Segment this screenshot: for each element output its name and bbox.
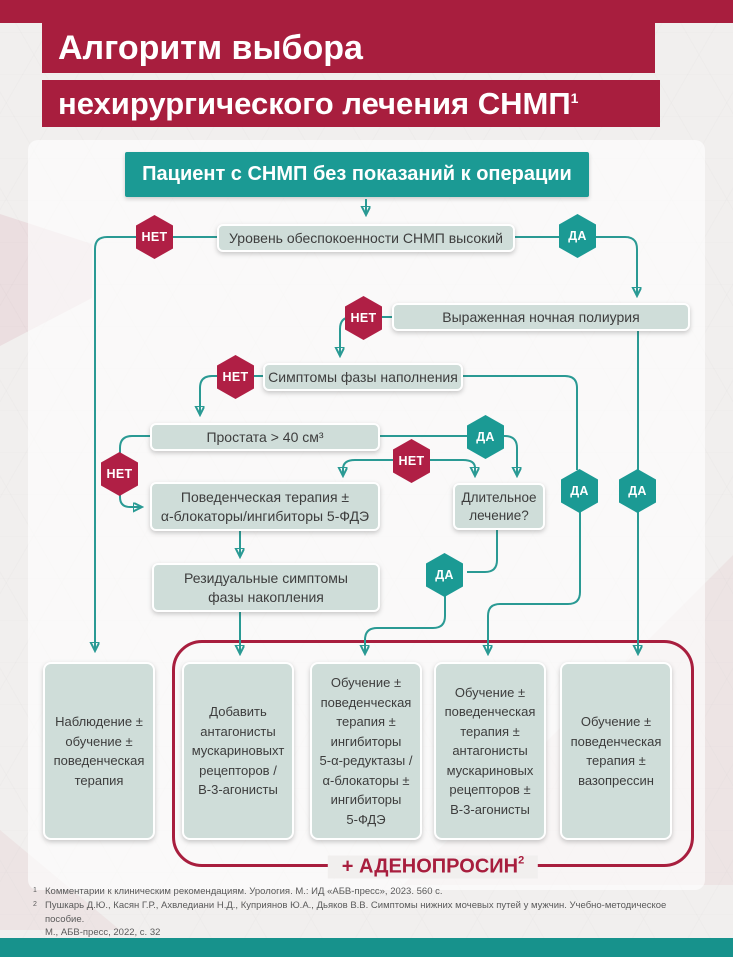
footnote-2-text: Пушкарь Д.Ю., Касян Г.Р., Ахвледиани Н.Д… [45,899,667,939]
footnote-2-marker: 2 [33,900,37,908]
yes-badge-longterm: ДА [426,553,463,597]
line-prostate-yes-to-longterm [380,435,517,475]
node-prostate-volume: Простата > 40 см³ [150,423,380,451]
footnote-1-text: Комментарии к клиническим рекомендациям.… [45,886,443,897]
line-yes3-to-outcome3 [365,595,446,653]
line-yes4-to-outcome4 [488,512,581,653]
outcome-add-antagonists: Добавить антагонисты мускариновыхт рецеп… [182,662,294,840]
no-badge-prostate: НЕТ [101,452,138,496]
footnote-2: 2 Пушкарь Д.Ю., Касян Г.Р., Ахвледиани Н… [33,899,705,940]
yes-badge-storage: ДА [561,469,598,513]
bottom-teal-bar [0,938,733,957]
line-longterm-no-right [412,459,475,475]
line-concern-no-to-observation [95,236,217,650]
title-text-1: Алгоритм выбора [58,28,363,67]
no-badge-concern: НЕТ [136,215,173,259]
header-top-strip [0,0,733,23]
footnotes: 1 Комментарии к клиническим рекомендация… [33,885,705,940]
node-residual-symptoms: Резидуальные симптомы фазы накопления [152,563,380,612]
node-storage-symptoms: Симптомы фазы наполнения [263,363,463,391]
adenoprosin-text: + АДЕНОПРОСИН [341,855,519,878]
node-behavioral-therapy: Поведенческая терапия ± α-блокаторы/инги… [150,482,380,531]
line-prostate-no-down [119,435,150,455]
line-storage-no-to-prostate [200,375,263,414]
line-longterm-no-left [343,459,412,475]
yes-badge-polyuria: ДА [619,469,656,513]
patient-banner: Пациент с СНМП без показаний к операции [125,152,589,197]
footnote-1: 1 Комментарии к клиническим рекомендация… [33,885,705,899]
yes-badge-prostate: ДА [467,415,504,459]
no-badge-longterm: НЕТ [393,439,430,483]
line-concern-yes-to-polyuria [515,236,637,295]
title-footnote-ref: 1 [570,89,579,106]
adenoprosin-footnote-ref: 2 [518,854,525,867]
no-badge-polyuria: НЕТ [345,296,382,340]
arrow-no-into-behavioral [119,492,141,507]
footnote-1-marker: 1 [33,887,37,894]
line-storage-yes-down [463,375,578,470]
page-title-line1: Алгоритм выбора [42,23,655,73]
outcome-education-antagonists: Обучение ± поведенческая терапия ± антаг… [434,662,546,840]
node-longterm-treatment: Длительное лечение? [453,483,545,530]
title-text-2: нехирургического лечения СНМП [58,85,571,121]
no-badge-storage: НЕТ [217,355,254,399]
adenoprosin-label: + АДЕНОПРОСИН2 [327,854,539,879]
outcome-education-inhibitors: Обучение ± поведенческая терапия ± ингиб… [310,662,422,840]
node-nocturnal-polyuria: Выраженная ночная полиурия [392,303,690,331]
outcome-observation: Наблюдение ± обучение ± поведенческая те… [43,662,155,840]
yes-badge-concern: ДА [559,214,596,258]
line-longterm-to-yes3 [467,530,498,573]
node-concern-level: Уровень обеспокоенности СНМП высокий [217,224,515,252]
outcome-education-vasopressin: Обучение ± поведенческая терапия ± вазоп… [560,662,672,840]
